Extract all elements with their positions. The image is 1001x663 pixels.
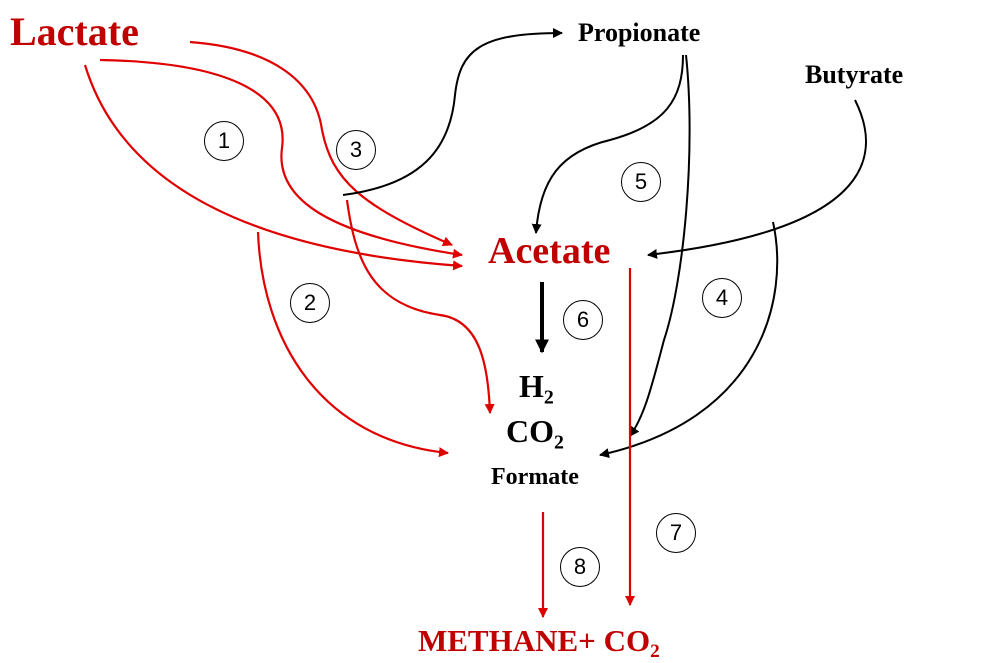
- step-circle-1: 1: [204, 121, 244, 161]
- butyrate-label: Butyrate: [805, 60, 904, 89]
- co2-label: CO2: [506, 413, 564, 454]
- step-circle-8: 8: [560, 547, 600, 587]
- arrow-lactate-branch-to-h2: [345, 199, 495, 414]
- h2-label: H2: [519, 368, 554, 409]
- propionate-label: Propionate: [578, 18, 701, 47]
- arrow-butyrate-to-h2co2: [599, 221, 779, 458]
- step-circle-5: 5: [621, 162, 661, 202]
- step-circle-2: 2: [290, 283, 330, 323]
- lactate-label: Lactate: [10, 9, 139, 54]
- arrow-lactate-to-h2co2: [256, 231, 449, 458]
- methane-co2-label: METHANE+ CO2: [418, 623, 660, 663]
- arrow-lactate-to-acetate-outer: [83, 64, 463, 271]
- arrow-lactate-to-acetate-upper: [189, 40, 453, 247]
- step-circle-4: 4: [702, 278, 742, 318]
- arrow-propionate-to-h2co2: [629, 54, 691, 437]
- arrow-lactate-to-acetate-middle: [99, 58, 463, 259]
- arrow-propionate-to-acetate: [531, 54, 684, 234]
- step-circle-6: 6: [563, 300, 603, 340]
- step-circle-3: 3: [336, 130, 376, 170]
- acetate-label: Acetate: [488, 230, 611, 272]
- step-circle-7: 7: [656, 513, 696, 553]
- formate-label: Formate: [491, 464, 579, 490]
- arrow-butyrate-to-acetate: [647, 99, 867, 259]
- arrow-lactate-to-propionate: [342, 28, 563, 196]
